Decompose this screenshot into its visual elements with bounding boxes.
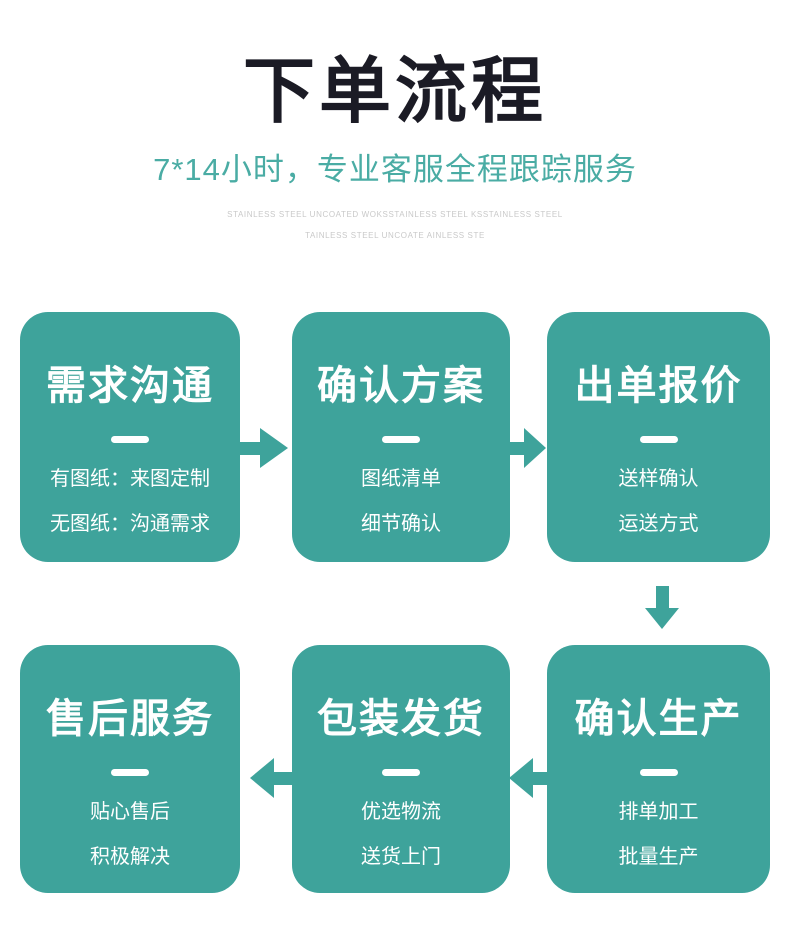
step-card-plan-confirmation: 确认方案 图纸清单 细节确认 bbox=[292, 312, 510, 562]
divider-dash bbox=[382, 769, 420, 776]
arrow-left-icon bbox=[250, 758, 294, 798]
step-detail: 图纸清单 bbox=[361, 468, 441, 490]
arrow-right-icon bbox=[509, 428, 546, 468]
watermark-line: TAINLESS STEEL UNCOATE AINLESS STE bbox=[305, 231, 485, 240]
step-detail: 送样确认 bbox=[618, 468, 699, 490]
divider-dash bbox=[639, 436, 678, 443]
step-title: 确认生产 bbox=[574, 697, 743, 741]
step-title: 需求沟通 bbox=[46, 364, 214, 408]
step-detail: 排单加工 bbox=[618, 801, 699, 823]
arrow-left-icon bbox=[509, 758, 553, 798]
arrow-right-icon bbox=[240, 428, 288, 468]
step-card-after-sales: 售后服务 贴心售后 积极解决 bbox=[20, 645, 240, 893]
divider-dash bbox=[639, 769, 678, 776]
step-card-quotation: 出单报价 送样确认 运送方式 bbox=[547, 312, 770, 562]
step-detail: 运送方式 bbox=[618, 513, 699, 535]
page-title: 下单流程 bbox=[242, 52, 547, 132]
arrow-down-icon bbox=[645, 586, 679, 629]
step-detail: 送货上门 bbox=[361, 846, 441, 868]
step-detail: 贴心售后 bbox=[90, 801, 170, 823]
step-card-requirement-communication: 需求沟通 有图纸：来图定制 无图纸：沟通需求 bbox=[20, 312, 240, 562]
step-detail: 细节确认 bbox=[361, 513, 441, 535]
step-detail: 优选物流 bbox=[361, 801, 441, 823]
step-title: 售后服务 bbox=[46, 697, 214, 741]
step-card-packing-shipping: 包装发货 优选物流 送货上门 bbox=[292, 645, 510, 893]
step-title: 出单报价 bbox=[574, 364, 743, 408]
step-card-production-confirmation: 确认生产 排单加工 批量生产 bbox=[547, 645, 770, 893]
divider-dash bbox=[382, 436, 420, 443]
step-title: 确认方案 bbox=[317, 364, 485, 408]
step-title: 包装发货 bbox=[317, 697, 485, 741]
divider-dash bbox=[111, 769, 149, 776]
divider-dash bbox=[111, 436, 149, 443]
step-detail: 积极解决 bbox=[90, 846, 170, 868]
watermark-line: STAINLESS STEEL UNCOATED WOKSSTAINLESS S… bbox=[227, 210, 563, 219]
watermark-text: STAINLESS STEEL UNCOATED WOKSSTAINLESS S… bbox=[0, 204, 790, 246]
step-detail: 批量生产 bbox=[618, 846, 699, 868]
page-subtitle: 7*14小时，专业客服全程跟踪服务 bbox=[153, 152, 637, 187]
step-detail: 无图纸：沟通需求 bbox=[50, 513, 210, 535]
step-detail: 有图纸：来图定制 bbox=[50, 468, 210, 490]
